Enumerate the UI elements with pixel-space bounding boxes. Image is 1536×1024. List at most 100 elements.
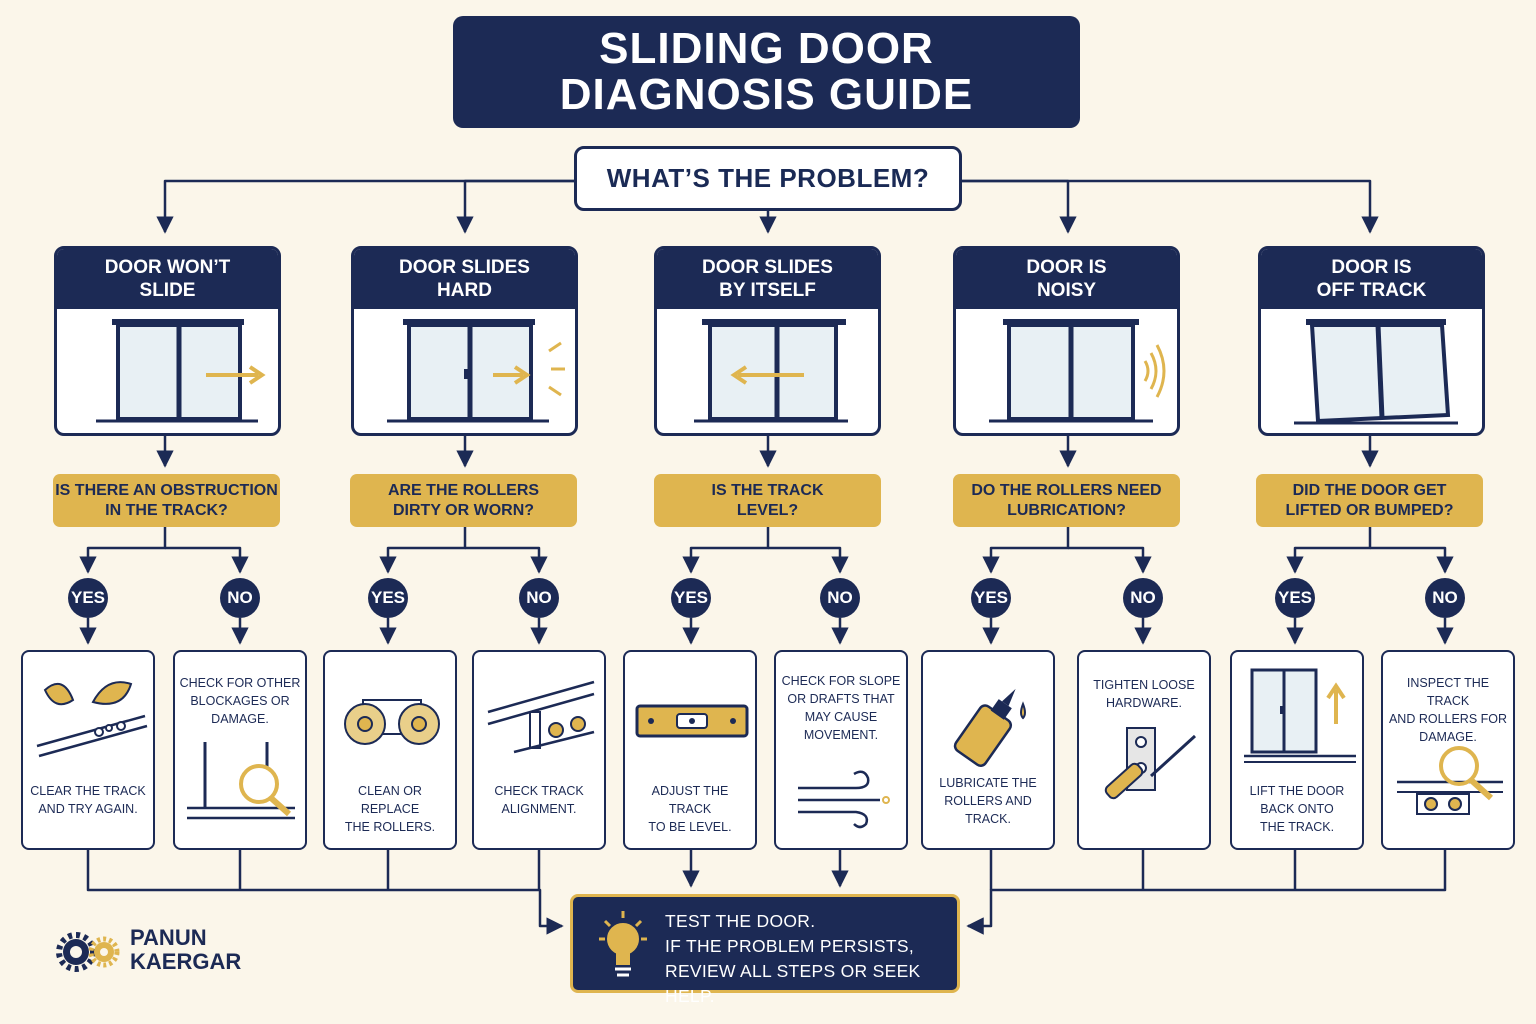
action-line: BLOCKAGES OR	[190, 694, 290, 708]
no-badge: NO	[220, 578, 260, 618]
action-line: TO BE LEVEL.	[648, 820, 732, 834]
question-lubrication: DO THE ROLLERS NEED LUBRICATION?	[953, 474, 1180, 527]
question-line-1: IS THERE AN OBSTRUCTION	[55, 481, 278, 499]
action-line: HARDWARE.	[1106, 696, 1182, 710]
problem-header: DOOR SLIDES HARD	[354, 249, 575, 309]
problem-header: DOOR SLIDES BY ITSELF	[657, 249, 878, 309]
no-badge: NO	[1425, 578, 1465, 618]
action-text: LUBRICATE THE ROLLERS AND TRACK.	[927, 774, 1049, 828]
question-line-1: DID THE DOOR GET	[1292, 481, 1447, 499]
problem-header: DOOR WON’T SLIDE	[57, 249, 278, 309]
connector-arrow	[966, 850, 1447, 935]
question-lifted: DID THE DOOR GET LIFTED OR BUMPED?	[1256, 474, 1483, 527]
yes-badge: YES	[971, 578, 1011, 618]
question-line-2: LEVEL?	[736, 501, 799, 519]
lift-door-icon	[1244, 668, 1356, 763]
logo-line-1: PANUN	[130, 925, 207, 950]
oil-bottle-icon	[953, 688, 1026, 767]
connector-arrow	[156, 179, 574, 234]
problem-header: DOOR IS OFF TRACK	[1261, 249, 1482, 309]
question-line-2: LIFTED OR BUMPED?	[1285, 501, 1454, 519]
problem-card-noisy: DOOR IS NOISY	[953, 246, 1180, 436]
final-text: TEST THE DOOR. IF THE PROBLEM PERSISTS, …	[665, 909, 957, 1009]
problem-line-2: SLIDE	[139, 280, 196, 301]
question-line-2: DIRTY OR WORN?	[392, 501, 535, 519]
action-inspect-damage: INSPECT THE TRACK AND ROLLERS FOR DAMAGE…	[1381, 650, 1515, 850]
problem-line-2: HARD	[437, 280, 492, 301]
action-line: CLEAR THE TRACK	[30, 784, 146, 798]
no-badge: NO	[519, 578, 559, 618]
title-line-2: DIAGNOSIS GUIDE	[559, 70, 974, 119]
action-line: THE TRACK.	[1259, 820, 1335, 834]
action-line: CHECK FOR OTHER	[179, 676, 301, 690]
problem-line-1: DOOR SLIDES	[702, 257, 833, 278]
sliding-door-strain-icon	[386, 319, 565, 423]
action-text: CLEAN OR REPLACE THE ROLLERS.	[329, 782, 451, 836]
connector-arrow	[1370, 546, 1454, 574]
no-badge: NO	[820, 578, 860, 618]
problem-card-slides-hard: DOOR SLIDES HARD	[351, 246, 578, 436]
wind-icon	[798, 770, 890, 829]
action-clear-track: CLEAR THE TRACK AND TRY AGAIN.	[21, 650, 155, 850]
connector-arrow	[465, 546, 548, 574]
final-line-2: IF THE PROBLEM PERSISTS,	[665, 936, 915, 956]
yes-badge: YES	[671, 578, 711, 618]
sliding-door-arrow-right-icon	[95, 319, 266, 423]
yes-badge: YES	[68, 578, 108, 618]
magnifier-door-icon	[187, 742, 295, 820]
no-badge: NO	[1123, 578, 1163, 618]
connector-arrow	[982, 527, 1070, 574]
action-line: MOVEMENT.	[803, 728, 879, 742]
action-line: INSPECT THE TRACK	[1406, 676, 1490, 708]
logo-text: PANUN KAERGAR	[130, 926, 241, 974]
action-check-alignment: CHECK TRACK ALIGNMENT.	[472, 650, 606, 850]
problem-line-1: DOOR WON’T	[104, 257, 231, 278]
action-line: AND TRY AGAIN.	[38, 802, 138, 816]
logo-line-2: KAERGAR	[130, 949, 242, 974]
sliding-door-sound-waves-icon	[988, 319, 1165, 423]
question-obstruction: IS THERE AN OBSTRUCTION IN THE TRACK?	[53, 474, 280, 527]
problem-line-1: DOOR IS	[1026, 257, 1107, 278]
question-line-1: IS THE TRACK	[711, 481, 824, 499]
action-line: LIFT THE DOOR	[1249, 784, 1345, 798]
yes-badge: YES	[368, 578, 408, 618]
brand-logo: PANUN KAERGAR	[54, 922, 264, 982]
problem-line-1: DOOR SLIDES	[399, 257, 530, 278]
gears-logo-icon	[56, 932, 120, 972]
track-rail-icon	[487, 680, 595, 754]
action-line: MAY CAUSE	[804, 710, 878, 724]
connector-arrow	[962, 179, 1077, 234]
problem-line-2: NOISY	[1036, 280, 1097, 301]
action-line: ALIGNMENT.	[501, 802, 577, 816]
final-test-box: TEST THE DOOR. IF THE PROBLEM PERSISTS, …	[570, 894, 960, 1006]
action-check-drafts: CHECK FOR SLOPE OR DRAFTS THAT MAY CAUSE…	[774, 650, 908, 850]
action-text: INSPECT THE TRACK AND ROLLERS FOR DAMAGE…	[1387, 674, 1509, 746]
action-text: CHECK FOR OTHER BLOCKAGES OR DAMAGE.	[179, 674, 301, 728]
action-text: LIFT THE DOOR BACK ONTO THE TRACK.	[1236, 782, 1358, 836]
main-question: WHAT’S THE PROBLEM?	[574, 146, 962, 211]
connector-arrow	[768, 546, 849, 574]
action-line: OR DRAFTS THAT	[787, 692, 895, 706]
action-line: DAMAGE.	[1419, 730, 1477, 744]
action-tighten-hardware: TIGHTEN LOOSE HARDWARE.	[1077, 650, 1211, 850]
sliding-door-arrow-left-icon	[693, 319, 848, 423]
problem-card-slides-by-itself: DOOR SLIDES BY ITSELF	[654, 246, 881, 436]
action-clean-rollers: CLEAN OR REPLACE THE ROLLERS.	[323, 650, 457, 850]
action-line: LUBRICATE THE	[939, 776, 1037, 790]
connector-arrow	[1068, 546, 1152, 574]
action-check-blockages: CHECK FOR OTHER BLOCKAGES OR DAMAGE.	[173, 650, 307, 850]
question-level: IS THE TRACK LEVEL?	[654, 474, 881, 527]
action-line: CHECK FOR SLOPE	[781, 674, 901, 688]
connector-arrow	[86, 850, 564, 935]
connector-arrow	[456, 179, 574, 234]
question-line-2: IN THE TRACK?	[105, 501, 228, 519]
leaves-debris-icon	[36, 681, 148, 758]
action-text: CHECK TRACK ALIGNMENT.	[478, 782, 600, 818]
action-lubricate: LUBRICATE THE ROLLERS AND TRACK.	[921, 650, 1055, 850]
question-rollers: ARE THE ROLLERS DIRTY OR WORN?	[350, 474, 577, 527]
connector-arrow	[79, 527, 167, 574]
connector-arrow	[1286, 527, 1372, 574]
action-line: ADJUST THE TRACK	[651, 784, 729, 816]
connector-arrow	[962, 179, 1379, 234]
